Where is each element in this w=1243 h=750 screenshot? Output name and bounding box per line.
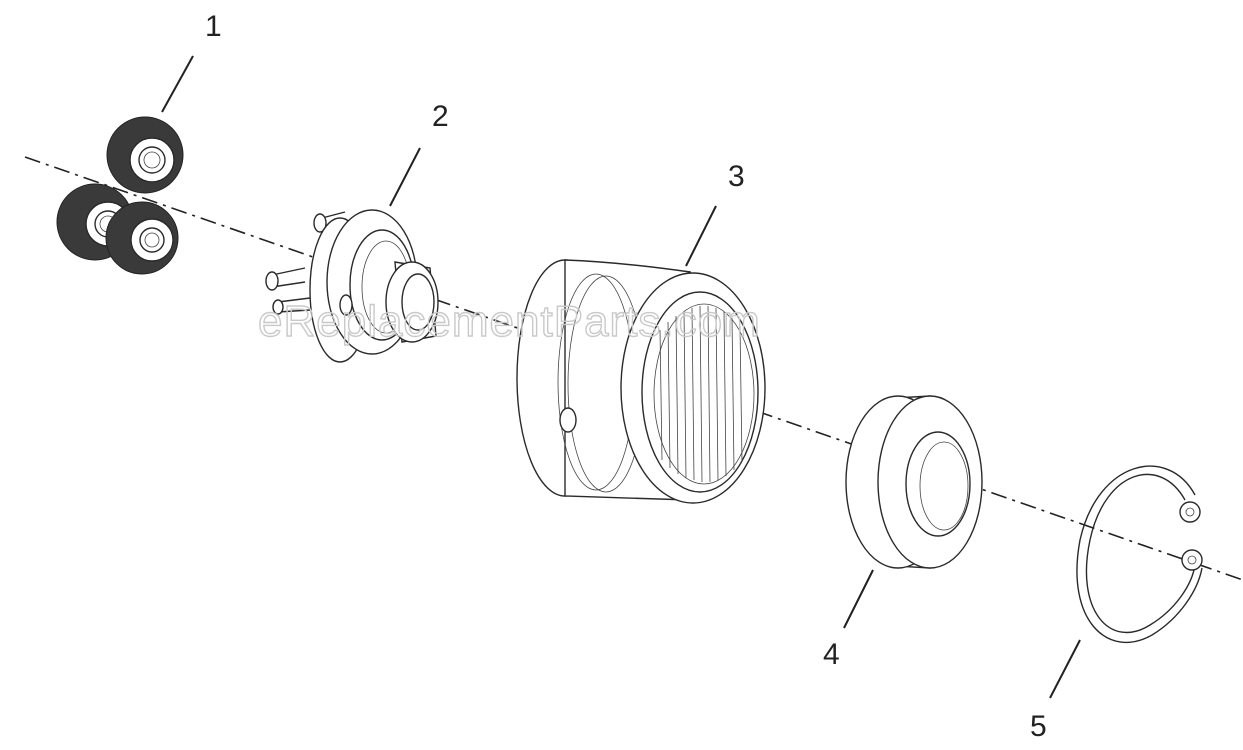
retaining-ring: [1076, 465, 1203, 644]
housing-hole: [559, 407, 577, 433]
washer: [845, 395, 983, 569]
planet-gear-top: [106, 116, 184, 194]
planet-gear-right: [105, 201, 179, 275]
leader-line-1: [161, 55, 194, 113]
planet-gears: [56, 116, 184, 275]
callout-4: 4: [823, 638, 840, 671]
callout-5: 5: [1030, 710, 1047, 743]
planet-carrier: [265, 209, 439, 363]
leader-line-3: [685, 205, 717, 267]
callout-1: 1: [205, 10, 222, 43]
callout-2: 2: [432, 100, 449, 133]
callout-3: 3: [728, 160, 745, 193]
needle-rollers: [659, 305, 743, 483]
watermark-text: eReplacementParts.com: [258, 297, 761, 346]
ring-lug-top: [1179, 501, 1201, 523]
ring-lug-bottom: [1181, 549, 1203, 571]
leader-line-2: [389, 147, 421, 207]
ring-gear-housing: [516, 259, 766, 504]
leader-line-5: [1049, 639, 1081, 699]
leader-line-4: [843, 569, 874, 629]
